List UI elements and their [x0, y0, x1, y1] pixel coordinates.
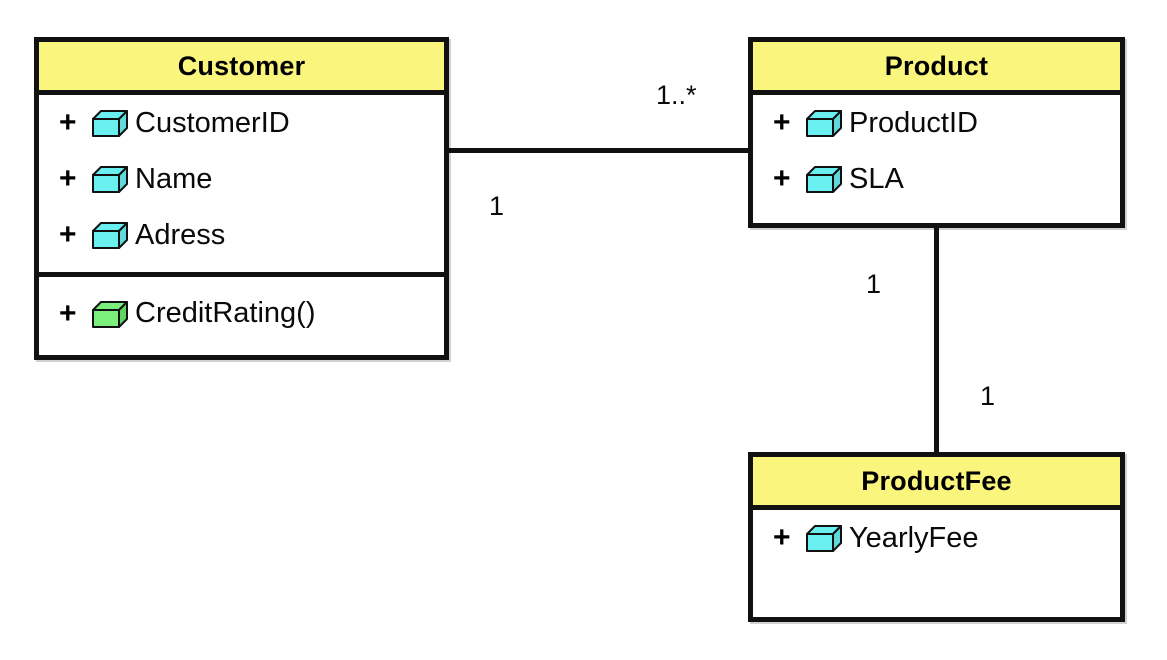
attribute-row[interactable]: + Adress	[39, 207, 444, 263]
class-box-productfee[interactable]: ProductFee + YearlyFee	[748, 452, 1125, 622]
cube-icon-operation	[91, 299, 129, 329]
multiplicity-product-side: 1..*	[656, 80, 697, 110]
attribute-row[interactable]: + SLA	[753, 151, 1120, 207]
operations-compartment-customer: + CreditRating()	[39, 272, 444, 355]
cube-icon-attribute	[805, 164, 843, 194]
operation-name: CreditRating()	[135, 297, 316, 329]
cube-icon-attribute	[91, 108, 129, 138]
visibility-marker: +	[773, 162, 791, 195]
multiplicity-product-bottom: 1	[866, 269, 882, 299]
attributes-compartment-productfee: + YearlyFee	[753, 510, 1120, 617]
multiplicity-productfee-top: 1	[980, 381, 996, 411]
attributes-compartment-customer: + CustomerID +	[39, 95, 444, 272]
cube-icon-attribute	[91, 164, 129, 194]
multiplicity-customer-side: 1	[489, 191, 505, 221]
class-title-productfee: ProductFee	[753, 457, 1120, 510]
visibility-marker: +	[59, 296, 77, 330]
class-title-customer: Customer	[39, 42, 444, 95]
attribute-name: Adress	[135, 218, 226, 251]
attribute-name: CustomerID	[135, 106, 290, 139]
attributes-compartment-product: + ProductID +	[753, 95, 1120, 223]
visibility-marker: +	[773, 521, 791, 554]
attribute-name: YearlyFee	[849, 521, 979, 554]
attribute-row[interactable]: + Name	[39, 151, 444, 207]
attribute-name: SLA	[849, 162, 904, 195]
cube-icon-attribute	[805, 523, 843, 553]
visibility-marker: +	[59, 218, 77, 251]
attribute-name: ProductID	[849, 106, 978, 139]
visibility-marker: +	[59, 162, 77, 195]
attribute-row[interactable]: + YearlyFee	[753, 510, 1120, 566]
class-title-product: Product	[753, 42, 1120, 95]
visibility-marker: +	[773, 106, 791, 139]
visibility-marker: +	[59, 106, 77, 139]
cube-icon-attribute	[91, 220, 129, 250]
class-box-product[interactable]: Product + ProductID +	[748, 37, 1125, 228]
attribute-row[interactable]: + CustomerID	[39, 95, 444, 151]
class-box-customer[interactable]: Customer + CustomerID +	[34, 37, 449, 360]
attribute-name: Name	[135, 162, 213, 195]
cube-icon-attribute	[805, 108, 843, 138]
association-line-product-productfee[interactable]	[934, 226, 939, 454]
association-line-customer-product[interactable]	[449, 148, 750, 153]
operation-row[interactable]: + CreditRating()	[39, 277, 444, 350]
attribute-row[interactable]: + ProductID	[753, 95, 1120, 151]
